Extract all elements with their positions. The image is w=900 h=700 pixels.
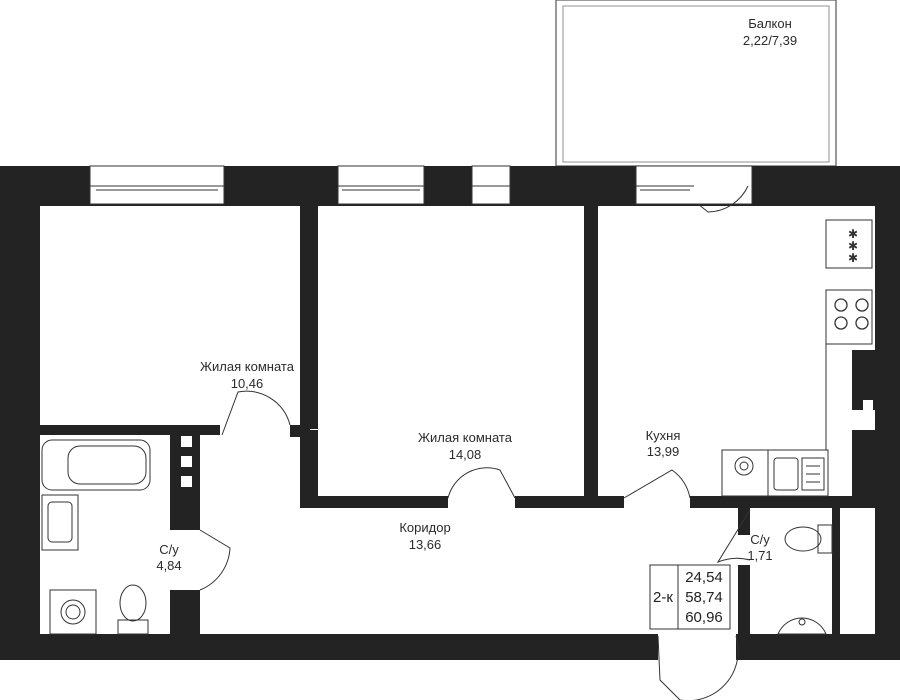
doors <box>199 185 751 700</box>
balcony <box>555 0 837 167</box>
washbasin-icon-2 <box>777 617 827 635</box>
balcony-area: 2,22/7,39 <box>743 33 797 48</box>
living2-area: 14,08 <box>449 447 482 462</box>
living2-name: Жилая комната <box>418 430 513 445</box>
kitchen-counter <box>721 219 873 497</box>
fridge-icon: ✱ ✱ ✱ <box>848 227 858 265</box>
total-area-value: 58,74 <box>685 589 723 606</box>
washer-dish-icon <box>734 456 754 476</box>
vent-shafts <box>181 400 873 630</box>
living1-name: Жилая комната <box>200 359 295 374</box>
summary-box <box>649 564 731 630</box>
toilet-icon-2 <box>784 524 833 554</box>
windows <box>89 165 753 205</box>
washbasin-icon <box>41 494 79 551</box>
bath2-area: 1,71 <box>747 548 772 563</box>
kitchen-area: 13,99 <box>647 444 680 459</box>
toilet-icon <box>117 584 149 635</box>
stove-icon <box>834 298 869 330</box>
bath2-name: С/у <box>750 532 770 547</box>
total-with-balcony-value: 60,96 <box>685 609 723 626</box>
outer-walls <box>0 166 900 660</box>
svg-text:✱: ✱ <box>848 239 858 253</box>
kitchen-name: Кухня <box>646 428 681 443</box>
interior-walls <box>40 204 877 640</box>
bathtub-icon <box>41 439 151 491</box>
balcony-name: Балкон <box>748 16 792 31</box>
living-area-value: 24,54 <box>685 569 723 586</box>
apartment-type: 2-к <box>653 589 673 606</box>
bath1-name: С/у <box>159 542 179 557</box>
svg-text:✱: ✱ <box>848 251 858 265</box>
washing-machine-icon <box>49 589 97 635</box>
sink-icon <box>773 457 825 491</box>
bath1-area: 4,84 <box>156 558 181 573</box>
corridor-name: Коридор <box>399 520 450 535</box>
corridor-area: 13,66 <box>409 537 442 552</box>
svg-text:✱: ✱ <box>848 227 858 241</box>
living1-area: 10,46 <box>231 376 264 391</box>
